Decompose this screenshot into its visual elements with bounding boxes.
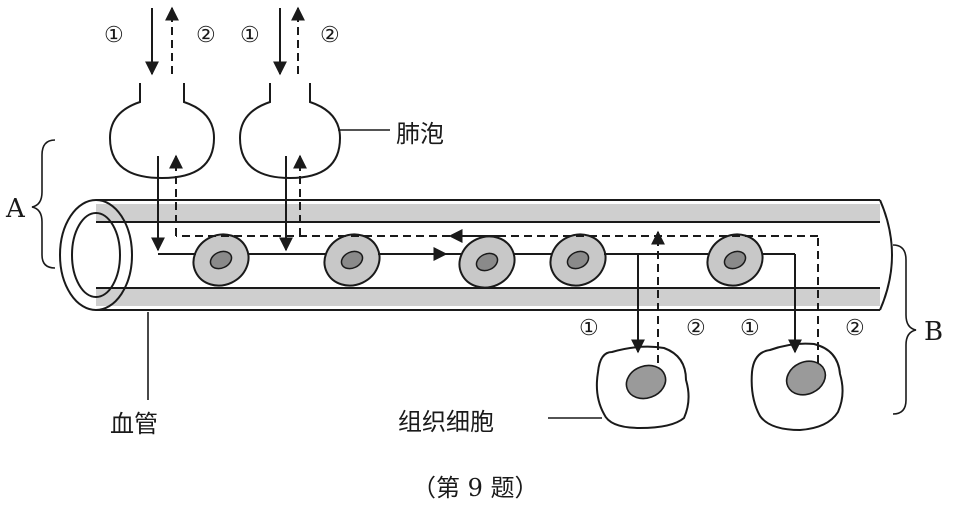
label-blood-vessel: 血管 — [110, 410, 158, 438]
brace-b — [893, 245, 916, 414]
tissue-cell-2 — [752, 344, 843, 430]
marker-top-1b: ① — [240, 23, 260, 48]
label-tissue-cell: 组织细胞 — [398, 408, 494, 436]
alveolus-1 — [110, 83, 214, 178]
marker-bottom-1a: ① — [579, 316, 599, 341]
label-region-a: A — [5, 194, 26, 224]
marker-top-1a: ① — [104, 23, 124, 48]
brace-a — [32, 140, 55, 268]
red-blood-cell-3 — [451, 228, 523, 297]
figure-caption: （第 9 题） — [412, 474, 539, 502]
marker-top-2a: ② — [196, 23, 216, 48]
tissue-cell-1 — [597, 347, 689, 428]
label-region-b: B — [924, 317, 943, 347]
marker-top-2b: ② — [320, 23, 340, 48]
label-alveolus: 肺泡 — [396, 120, 444, 148]
marker-bottom-1b: ① — [740, 316, 760, 341]
marker-bottom-2b: ② — [845, 316, 865, 341]
alveolus-2 — [240, 83, 340, 178]
marker-bottom-2a: ② — [686, 316, 706, 341]
